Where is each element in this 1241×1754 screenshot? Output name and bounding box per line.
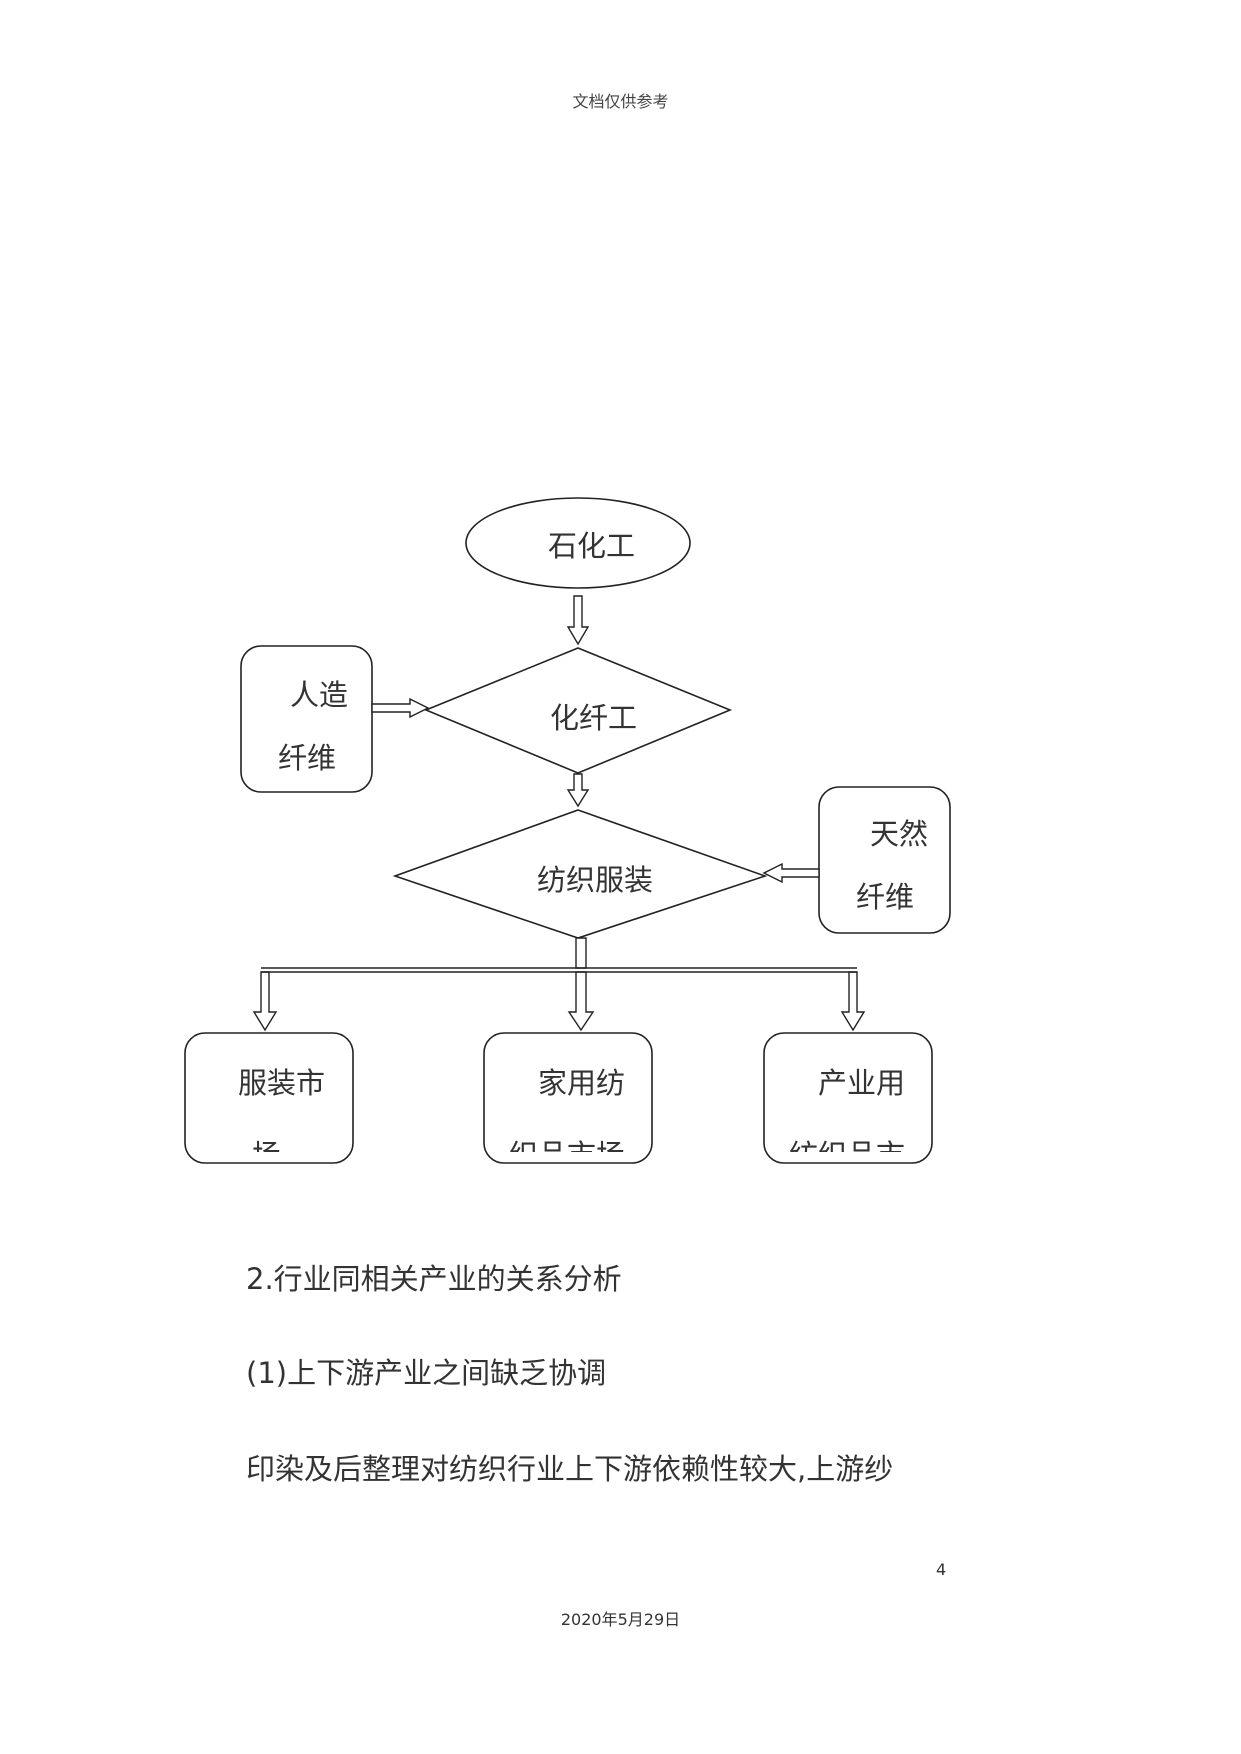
home-line2-clip: 织品市场	[485, 1120, 651, 1152]
label-industrial-1: 产业用	[818, 1066, 905, 1100]
page-number: 4	[936, 1560, 947, 1579]
label-chem-fiber: 化纤工	[550, 701, 637, 735]
node-industrial-textile-market	[763, 1032, 933, 1164]
subsection-heading: (1)上下游产业之间缺乏协调	[246, 1356, 607, 1390]
arrow-down-3	[575, 937, 587, 969]
label-manmade-2: 纤维	[278, 741, 336, 775]
label-natural-1: 天然	[870, 817, 928, 851]
label-textile: 纺织服装	[537, 863, 653, 897]
label-apparel-1: 服装市	[238, 1066, 325, 1100]
arrow-drop-right	[840, 971, 866, 1032]
label-home-2: 织品市场	[509, 1132, 625, 1152]
label-natural-2: 纤维	[856, 880, 914, 914]
node-home-textile-market	[483, 1032, 653, 1164]
node-apparel-market	[184, 1032, 354, 1164]
industrial-line2-clip: 纺织品市	[765, 1120, 931, 1152]
arrow-drop-middle	[567, 971, 595, 1032]
label-apparel-2: 场	[252, 1132, 281, 1152]
node-manmade-fiber	[240, 645, 373, 793]
arrow-drop-left	[252, 971, 278, 1032]
node-petrochem	[465, 497, 691, 589]
node-natural-fiber	[818, 786, 951, 934]
label-home-1: 家用纺	[538, 1066, 625, 1100]
label-industrial-2: 纺织品市	[789, 1132, 905, 1152]
apparel-line2-clip: 场	[186, 1120, 352, 1152]
page-header: 文档仅供参考	[572, 92, 669, 111]
body-paragraph: 印染及后整理对纺织行业上下游依赖性较大,上游纱	[246, 1452, 894, 1486]
arrow-left-natural	[762, 862, 820, 884]
arrow-right-manmade	[371, 697, 430, 719]
arrow-down-1	[566, 595, 590, 646]
section-heading: 2.行业同相关产业的关系分析	[246, 1262, 622, 1296]
node-chem-fiber	[423, 647, 733, 774]
arrow-down-2	[566, 773, 590, 808]
label-petrochem: 石化工	[548, 529, 635, 563]
label-manmade-1: 人造	[290, 678, 348, 712]
footer-date: 2020年5月29日	[560, 1610, 681, 1629]
